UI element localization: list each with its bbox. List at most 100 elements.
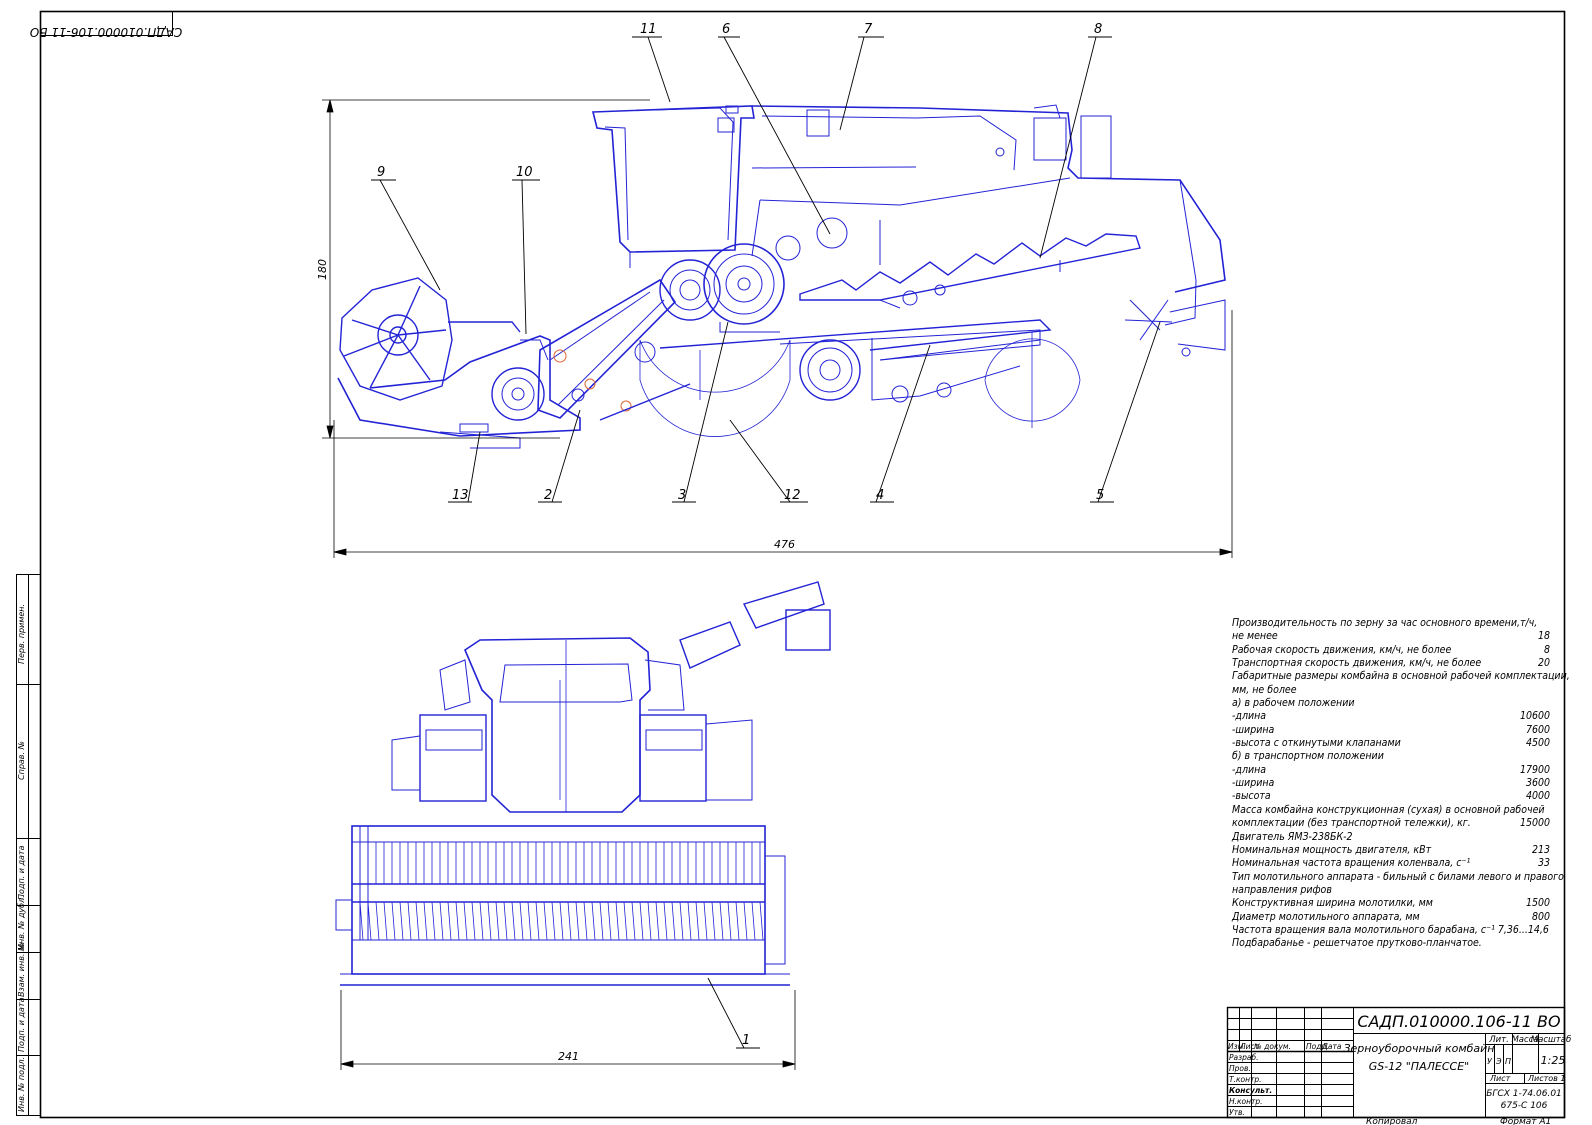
callout-1: 1: [742, 1033, 750, 1048]
title-lit-p: П: [1505, 1057, 1511, 1066]
callout-7: 7: [864, 22, 873, 37]
callout-9: 9: [377, 165, 385, 180]
spec-text: -ширина: [1232, 777, 1275, 790]
reel: [339, 277, 521, 401]
spec-row: Подбарабанье - решетчатое прутково-планч…: [1232, 937, 1554, 950]
strip-vzam-inv: Взам. инв. №: [17, 943, 26, 997]
spec-row: б) в транспортном положении: [1232, 750, 1554, 763]
sheet-frame: [39, 10, 1566, 1119]
callout-12: 12: [784, 488, 801, 503]
front-header: [335, 825, 790, 986]
spec-text: не менее: [1232, 630, 1278, 643]
strip-inv-podl: Инв. № подл.: [17, 1057, 26, 1112]
spec-row: -длина 10600: [1232, 710, 1554, 723]
callout-11: 11: [640, 22, 657, 37]
spec-value: 17900: [1519, 763, 1550, 776]
spec-row: Рабочая скорость движения, км/ч, не боле…: [1232, 644, 1554, 657]
strip-podp-data-2: Подп. и дата: [17, 997, 26, 1052]
spec-text: Производительность по зерну за час основ…: [1232, 617, 1538, 629]
spec-row: комплектации (без транспортной тележки),…: [1232, 817, 1554, 830]
spec-value: 33: [1537, 857, 1550, 870]
title-col-lit: Лит.: [1488, 1035, 1509, 1045]
spec-text: -длина: [1232, 710, 1267, 723]
spec-row: Масса комбайна конструкционная (сухая) в…: [1232, 804, 1554, 817]
spec-text: -высота с откинутыми клапанами: [1232, 737, 1401, 750]
dimension-length: 476: [774, 538, 795, 551]
callout-2: 2: [544, 488, 552, 503]
technical-specifications: Производительность по зерну за час основ…: [1232, 617, 1570, 951]
spec-row: а) в рабочем положении: [1232, 697, 1554, 710]
callout-leaders: [371, 36, 1161, 1049]
unloading-auger: [679, 581, 831, 669]
title-head-izm: Изм.: [1228, 1042, 1246, 1051]
spec-value: 15000: [1519, 817, 1550, 830]
spec-value: 20: [1537, 657, 1550, 670]
title-role-nkontr: Н.контр.: [1229, 1097, 1263, 1106]
spec-text: Двигатель ЯМЗ-238БК-2: [1232, 830, 1353, 843]
spec-row: Двигатель ЯМЗ-238БК-2: [1232, 831, 1554, 844]
spec-value: 800: [1531, 910, 1550, 923]
spec-row: -ширина 3600: [1232, 777, 1554, 790]
spec-value: 7600: [1525, 723, 1550, 736]
title-format: Формат А1: [1500, 1117, 1551, 1125]
title-org-line2: 675-С 106: [1501, 1101, 1548, 1111]
corner-stamp-text: САДП.010000.106-11 ВО: [30, 25, 182, 39]
spec-text: Номинальная частота вращения коленвала, …: [1232, 857, 1471, 870]
strip-sprav: Справ. №: [17, 741, 26, 780]
spec-text: Рабочая скорость движения, км/ч, не боле…: [1232, 643, 1452, 656]
spec-value: 4500: [1525, 737, 1550, 750]
dimension-width: 241: [558, 1050, 579, 1063]
title-col-mass: Масса: [1511, 1035, 1538, 1045]
feeder-house: [537, 278, 691, 421]
spec-text: а) в рабочем положении: [1232, 697, 1355, 710]
spec-text: Номинальная мощность двигателя, кВт: [1232, 843, 1432, 856]
title-head-date: Дата: [1321, 1042, 1342, 1051]
spec-row: Производительность по зерну за час основ…: [1232, 617, 1554, 630]
title-lit-e: Э: [1495, 1057, 1502, 1066]
callout-10: 10: [516, 165, 533, 180]
grain-bin: [751, 104, 1226, 326]
header-platform: [337, 335, 581, 449]
title-copied: Копировал: [1366, 1117, 1418, 1125]
strip-inv-dubl: Инв. № дубл.: [17, 895, 26, 950]
spec-row: Частота вращения вала молотильного бараб…: [1232, 924, 1554, 937]
title-col-scale: Масштаб: [1531, 1035, 1571, 1045]
spec-value: 3600: [1525, 777, 1550, 790]
spec-row: Габаритные размеры комбайна в основной р…: [1232, 670, 1570, 683]
spec-value: 4000: [1525, 790, 1550, 803]
dimension-lines: [322, 99, 1233, 1070]
spec-value: 8: [1543, 643, 1550, 656]
strip-podp-data-1: Подп. и дата: [17, 845, 26, 900]
title-lit-u: У: [1487, 1057, 1493, 1066]
title-role-prov: Пров.: [1229, 1064, 1251, 1073]
spec-text: направления рифов: [1232, 883, 1332, 896]
spec-row: Транспортная скорость движения, км/ч, не…: [1232, 657, 1554, 670]
spec-row: не менее 18: [1232, 630, 1554, 643]
title-head-sign: Подп.: [1306, 1042, 1329, 1051]
dimension-height: 180: [316, 259, 329, 280]
spec-value: 10600: [1519, 710, 1550, 723]
callout-3: 3: [678, 488, 686, 503]
spec-value: 18: [1537, 630, 1550, 643]
callout-4: 4: [876, 488, 884, 503]
straw-walkers: [799, 233, 1141, 309]
left-strip-table: [16, 574, 41, 1116]
spec-row: мм, не более: [1232, 684, 1554, 697]
spec-text: Масса комбайна конструкционная (сухая) в…: [1232, 803, 1545, 816]
spec-text: Подбарабанье - решетчатое прутково-планч…: [1232, 937, 1482, 950]
title-role-razrab: Разраб.: [1229, 1053, 1258, 1062]
callout-6: 6: [722, 22, 730, 37]
callout-13: 13: [452, 488, 469, 503]
straw-chopper: [1124, 299, 1226, 357]
spec-text: мм, не более: [1232, 683, 1297, 696]
spec-row: -высота с откинутыми клапанами 4500: [1232, 737, 1554, 750]
spec-text: Транспортная скорость движения, км/ч, не…: [1232, 657, 1482, 670]
title-block-grid: [1226, 1006, 1566, 1119]
spec-value: 1500: [1525, 897, 1550, 910]
spec-row: Тип молотильного аппарата - бильный с би…: [1232, 871, 1564, 884]
spec-row: направления рифов: [1232, 884, 1554, 897]
spec-text: б) в транспортном положении: [1232, 750, 1384, 763]
